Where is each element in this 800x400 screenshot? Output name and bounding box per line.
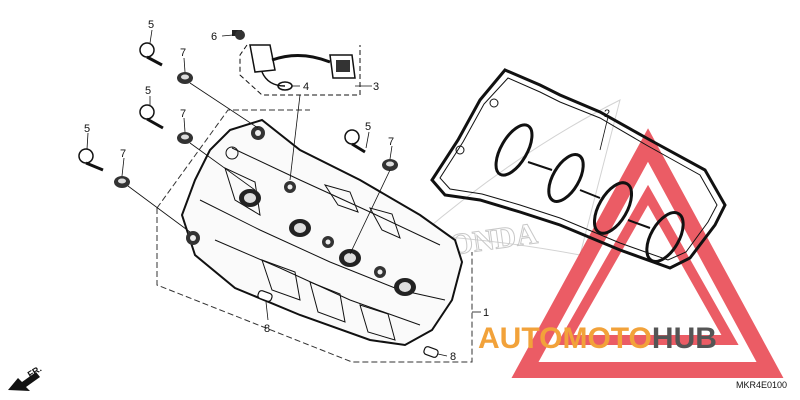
leader-lines [86, 29, 609, 357]
callout-7: 7 [180, 47, 186, 59]
callout-5: 5 [84, 123, 90, 135]
callout-3: 3 [373, 81, 379, 93]
head-cover-gasket [430, 68, 727, 270]
callout-6: 6 [211, 31, 217, 43]
front-label: FR. [26, 364, 44, 380]
bolt-6 [235, 30, 245, 40]
callout-2: 2 [604, 108, 610, 120]
callout-7: 7 [388, 136, 394, 148]
grommet-7c [114, 176, 130, 188]
grommet-7a [177, 72, 193, 84]
brand-part-auto: AUTO [478, 322, 562, 355]
automotohub-logo: AUTOMOTOHUB [478, 322, 717, 355]
callout-5: 5 [365, 121, 371, 133]
brand-part-hub: HUB [652, 322, 717, 355]
front-direction-arrow: FR. [8, 364, 43, 391]
breather-hose-assembly [232, 30, 361, 96]
callout-8: 8 [264, 323, 270, 335]
bolt-5d [344, 129, 366, 154]
dowel-pin-8b [423, 346, 439, 358]
brand-part-moto: MOTO [562, 322, 651, 355]
grommet-7d [382, 159, 398, 171]
callout-7: 7 [180, 108, 186, 120]
callout-1: 1 [483, 307, 489, 319]
callout-8: 8 [450, 351, 456, 363]
grommet-7b [177, 132, 193, 144]
cover-assembly-boundary [156, 109, 473, 363]
callout-5: 5 [148, 19, 154, 31]
svg-text:AUTOMOTOHUB: AUTOMOTOHUB [478, 322, 717, 355]
callout-7: 7 [120, 148, 126, 160]
callout-5: 5 [145, 85, 151, 97]
bolt-5b [139, 104, 164, 130]
callout-labels: 5 7 5 7 5 7 5 7 6 4 3 2 1 8 8 [84, 19, 610, 363]
diagram-code: MKR4E0100 [736, 380, 787, 390]
cylinder-head-cover [180, 118, 464, 347]
bolt-5c [78, 148, 104, 172]
dowel-pin-8a [257, 290, 273, 302]
callout-4: 4 [303, 81, 309, 93]
warning-triangle-watermark [511, 128, 784, 378]
bolt-5a [139, 42, 163, 67]
